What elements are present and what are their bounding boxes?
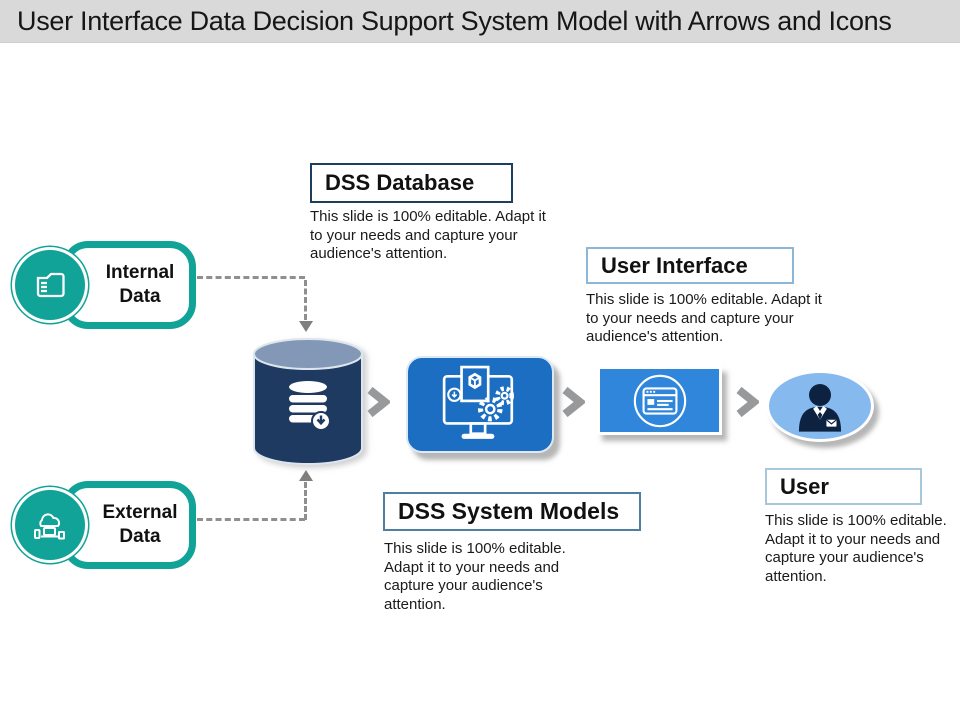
user-label-box: User	[765, 468, 922, 505]
user-interface-label: User Interface	[601, 252, 748, 278]
internal-data-connector	[197, 276, 305, 279]
dss-system-models-node	[406, 356, 554, 453]
user-interface-node	[597, 366, 722, 435]
external-data-connector	[197, 518, 305, 521]
user-interface-label-box: User Interface	[586, 247, 794, 284]
arrowhead-down-icon	[299, 321, 313, 332]
user-interface-note: This slide is 100% editable. Adapt it to…	[586, 291, 822, 345]
dss-database-label-box: DSS Database	[310, 163, 513, 203]
internal-data-label: Internal Data	[105, 262, 175, 307]
arrowhead-up-icon	[299, 470, 313, 481]
title-band: User Interface Data Decision Support Sys…	[0, 0, 960, 43]
computer-gears-icon	[442, 365, 515, 439]
user-label: User	[780, 473, 829, 499]
businessman-icon	[798, 384, 842, 432]
user-node	[766, 370, 874, 442]
slide-title: User Interface Data Decision Support Sys…	[17, 6, 892, 36]
browser-window-icon	[633, 374, 686, 427]
internal-data-connector-drop	[304, 280, 307, 320]
external-data-icon-circle	[15, 490, 85, 560]
dss-system-models-label-box: DSS System Models	[383, 492, 641, 531]
dss-database-note: This slide is 100% editable. Adapt it to…	[310, 208, 546, 262]
dss-database-label: DSS Database	[325, 170, 475, 195]
chevron-right-icon	[736, 387, 759, 417]
dss-database-node	[250, 334, 366, 470]
chevron-right-icon	[367, 387, 390, 417]
user-note: This slide is 100% editable. Adapt it to…	[765, 512, 947, 585]
chevron-right-icon	[562, 387, 585, 417]
dss-system-models-label: DSS System Models	[398, 498, 620, 524]
database-icon	[253, 338, 363, 465]
internal-data-node: Internal Data	[62, 241, 196, 329]
dss-system-models-note: This slide is 100% editable. Adapt it to…	[384, 540, 566, 613]
external-data-connector-rise	[304, 482, 307, 520]
external-data-label: External Data	[102, 502, 178, 547]
cloud-computing-icon	[34, 513, 65, 540]
internal-data-icon-circle	[15, 250, 85, 320]
folder-icon	[36, 272, 65, 298]
